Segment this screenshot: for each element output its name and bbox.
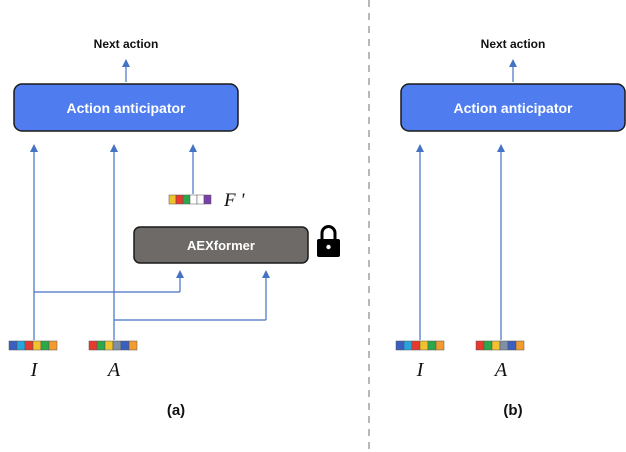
token-cell	[48, 340, 58, 351]
panel-b-input-i-token	[395, 340, 445, 351]
panel-a-aexformer-box	[133, 226, 309, 264]
token-cell	[189, 194, 198, 205]
token-cell	[128, 340, 138, 351]
panel-a: Next action Action anticipator F ' AEXfo…	[8, 37, 340, 419]
token-cell	[435, 340, 445, 351]
token-cell	[24, 340, 34, 351]
token-cell	[40, 340, 50, 351]
token-cell	[175, 194, 184, 205]
panel-b-input-a-label: A	[493, 359, 508, 381]
token-cell	[88, 340, 98, 351]
panel-a-feature-token	[168, 194, 212, 205]
panel-b-action-anticipator-box	[400, 83, 626, 132]
token-cell	[168, 194, 177, 205]
token-cell	[515, 340, 525, 351]
token-cell	[427, 340, 437, 351]
token-cell	[104, 340, 114, 351]
token-cell	[196, 194, 205, 205]
token-cell	[182, 194, 191, 205]
token-cell	[499, 340, 509, 351]
panel-a-action-anticipator-label: Action anticipator	[66, 100, 186, 116]
padlock-icon	[317, 225, 340, 257]
panel-a-input-i-token	[8, 340, 58, 351]
token-cell	[475, 340, 485, 351]
token-cell	[483, 340, 493, 351]
panel-b-output-label: Next action	[481, 37, 546, 51]
panel-a-caption: (a)	[167, 402, 185, 419]
token-cell	[112, 340, 122, 351]
panel-b: Next action Action anticipator I A (b)	[395, 37, 626, 419]
token-cell	[8, 340, 18, 351]
token-cell	[32, 340, 42, 351]
panel-a-output-label: Next action	[94, 37, 159, 51]
token-cell	[395, 340, 405, 351]
panel-a-input-i-label: I	[30, 359, 39, 381]
panel-b-input-i-label: I	[416, 359, 425, 381]
panel-b-input-a-token	[475, 340, 525, 351]
panel-a-action-anticipator-box	[13, 83, 239, 132]
token-cell	[203, 194, 212, 205]
panel-b-action-anticipator-label: Action anticipator	[453, 100, 573, 116]
panel-a-feature-label: F '	[223, 190, 245, 211]
token-cell	[419, 340, 429, 351]
token-cell	[120, 340, 130, 351]
token-cell	[96, 340, 106, 351]
panel-a-input-a-label: A	[106, 359, 121, 381]
token-cell	[403, 340, 413, 351]
token-cell	[411, 340, 421, 351]
panel-b-caption: (b)	[503, 402, 522, 419]
token-cell	[507, 340, 517, 351]
panel-a-aexformer-label: AEXformer	[187, 238, 255, 253]
token-cell	[16, 340, 26, 351]
panel-a-input-a-token	[88, 340, 138, 351]
token-cell	[491, 340, 501, 351]
